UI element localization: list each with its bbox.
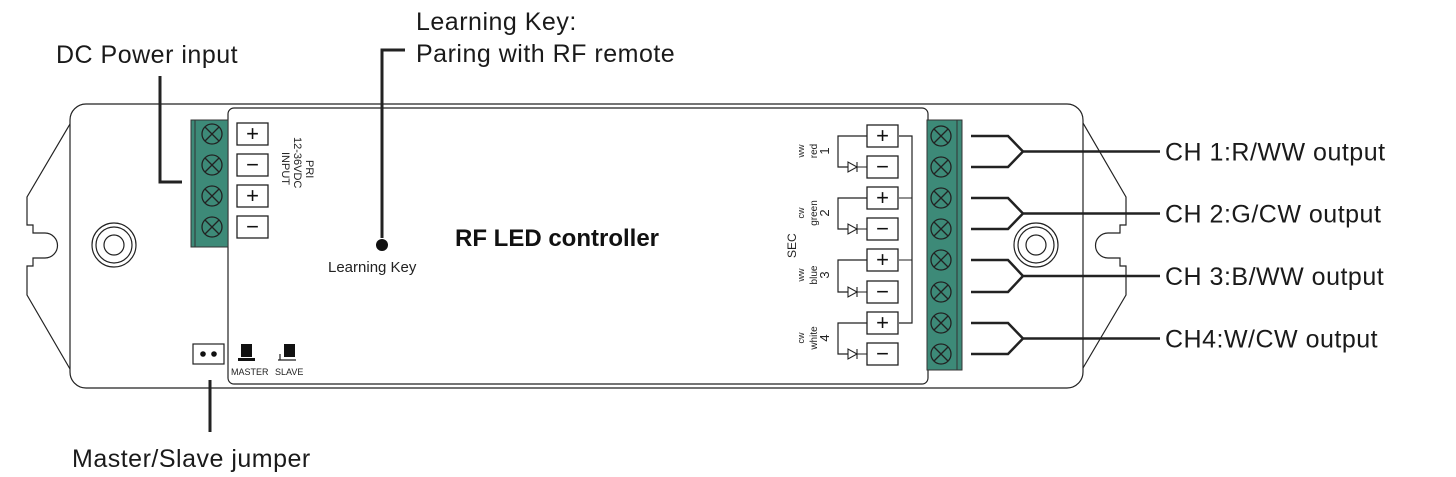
- sec-label: SEC: [785, 233, 799, 258]
- slave-label: SLAVE: [275, 367, 303, 377]
- ch1-output-callout: CH 1:R/WW output: [1165, 139, 1386, 167]
- input-label: INPUT: [279, 152, 291, 185]
- minus-terminal: −: [236, 214, 269, 239]
- led-icon: [847, 348, 867, 360]
- channel-plus-terminal-sign: +: [876, 123, 889, 148]
- screw-icon: [930, 187, 952, 209]
- channel-minus-terminal-sign: −: [876, 341, 889, 366]
- channel-label-a: ww: [796, 268, 806, 282]
- housing: [26, 103, 1127, 389]
- learning-key-button[interactable]: [376, 239, 388, 251]
- minus-terminal-sign: −: [246, 214, 259, 239]
- mounting-hole-right: [1013, 222, 1059, 268]
- led-icon: [847, 286, 867, 298]
- input-voltage-label: 12-36VDC: [291, 137, 303, 188]
- channel-plus-terminal: +: [866, 185, 899, 210]
- screw-icon: [930, 343, 952, 365]
- ch4-output-callout: CH4:W/CW output: [1165, 326, 1378, 354]
- channel-plus-terminal-sign: +: [876, 310, 889, 335]
- plus-terminal: +: [236, 121, 269, 146]
- channel-label-a: cw: [796, 207, 806, 219]
- plus-terminal-sign: +: [246, 183, 259, 208]
- slave-icon: [278, 344, 296, 361]
- screw-icon: [201, 154, 223, 176]
- channel-plus-terminal: +: [866, 247, 899, 272]
- learning-key-callout-1: Learning Key:: [416, 8, 577, 36]
- channel-minus-terminal-sign: −: [876, 279, 889, 304]
- channel-minus-terminal: −: [866, 216, 899, 241]
- minus-terminal: −: [236, 152, 269, 177]
- jumper-callout: Master/Slave jumper: [72, 445, 311, 473]
- master-label: MASTER: [231, 367, 269, 377]
- output-wire: [971, 258, 1160, 294]
- channel-plus-terminal: +: [866, 310, 899, 335]
- channel-label-b: red: [809, 144, 820, 158]
- learning-key-label: Learning Key: [328, 259, 417, 276]
- plus-terminal: +: [236, 183, 269, 208]
- channel-plus-terminal: +: [866, 123, 899, 148]
- channel-minus-terminal: −: [866, 279, 899, 304]
- channel-label-b: blue: [809, 265, 820, 284]
- channel-label-a: cw: [796, 332, 806, 344]
- channel-minus-terminal: −: [866, 154, 899, 179]
- minus-terminal-sign: −: [246, 152, 259, 177]
- output-wire: [971, 134, 1160, 169]
- screw-icon: [201, 185, 223, 207]
- screw-icon: [201, 123, 223, 145]
- channel-minus-terminal: −: [866, 341, 899, 366]
- output-wire: [971, 196, 1160, 231]
- output-wire: [971, 321, 1160, 356]
- ch3-output-callout: CH 3:B/WW output: [1165, 263, 1384, 291]
- channel-plus-terminal-sign: +: [876, 247, 889, 272]
- channel-label-n: 4: [817, 334, 832, 341]
- channel-label-b: white: [809, 326, 820, 351]
- device-title: RF LED controller: [455, 225, 659, 252]
- screw-icon: [930, 156, 952, 178]
- mounting-hole-left: [91, 222, 137, 268]
- screw-icon: [930, 218, 952, 240]
- master-slave-jumper[interactable]: [192, 343, 225, 365]
- pri-label: PRI: [303, 160, 315, 178]
- channel-label-b: green: [809, 200, 820, 226]
- screw-icon: [930, 125, 952, 147]
- channel-label-n: 3: [817, 271, 832, 278]
- output-callouts: CH 1:R/WW output CH 2:G/CW output CH 3:B/W…: [971, 134, 1386, 356]
- channel-minus-terminal-sign: −: [876, 154, 889, 179]
- dc-power-callout: DC Power input: [56, 41, 238, 69]
- channel-minus-terminal-sign: −: [876, 216, 889, 241]
- input-terminal-block: + − + −: [190, 119, 269, 248]
- screw-icon: [930, 312, 952, 334]
- screw-icon: [201, 216, 223, 238]
- screw-icon: [930, 281, 952, 303]
- led-icon: [847, 223, 867, 235]
- ch2-output-callout: CH 2:G/CW output: [1165, 201, 1381, 229]
- channel-label-n: 1: [817, 147, 832, 154]
- channel-plus-terminal-sign: +: [876, 185, 889, 210]
- learning-key-callout-2: Paring with RF remote: [416, 40, 675, 68]
- screw-icon: [930, 249, 952, 271]
- plus-terminal-sign: +: [246, 121, 259, 146]
- channel-label-n: 2: [817, 209, 832, 216]
- master-icon: [238, 344, 255, 361]
- led-icon: [847, 161, 867, 173]
- channel-label-a: ww: [796, 144, 806, 158]
